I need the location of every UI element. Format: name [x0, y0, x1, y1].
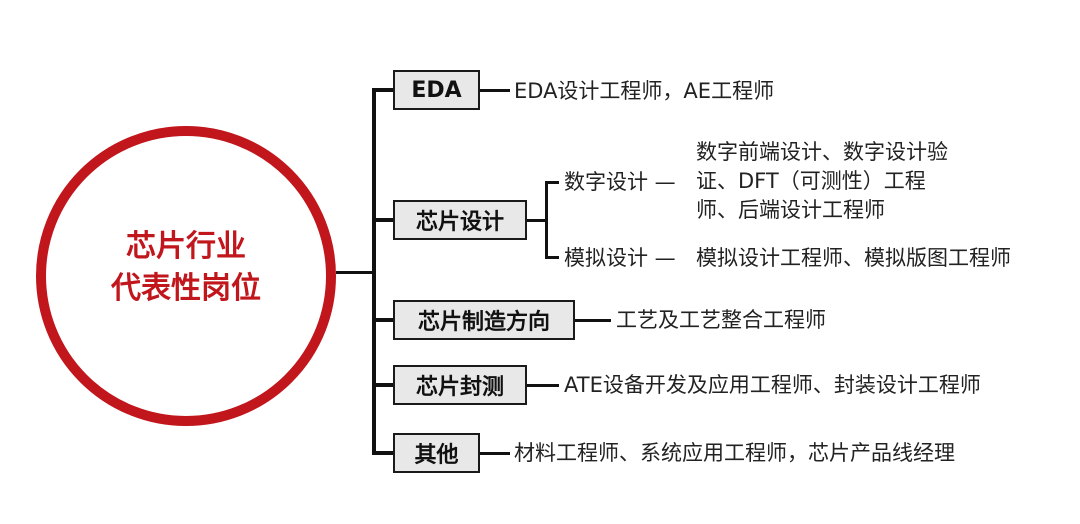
branch-label-manufacturing: 芯片制造方向 [417, 310, 550, 335]
digital-description-line-2: 证、DFT（可测性）工程 [696, 169, 926, 193]
sub-description-analog-design: 模拟设计工程师、模拟版图工程师 [696, 246, 1011, 270]
branch-box-manufacturing: 芯片制造方向 [393, 300, 575, 340]
desc-connector-manufacturing [575, 319, 611, 322]
branch-label-other: 其他 [414, 443, 459, 468]
center-title-line-1: 芯片行业 [126, 229, 246, 264]
branch-box-chip-design: 芯片设计 [393, 200, 527, 240]
branch-label-packaging-test: 芯片封测 [415, 375, 504, 400]
digital-description-line-1: 数字前端设计、数字设计验 [696, 140, 948, 164]
branch-description-other: 材料工程师、系统应用工程师，芯片产品线经理 [514, 441, 955, 465]
branch-stub-eda [372, 88, 394, 92]
branch-description-eda: EDA设计工程师，AE工程师 [514, 79, 775, 103]
branch-stub-design [372, 218, 394, 222]
branch-description-packaging-test: ATE设备开发及应用工程师、封装设计工程师 [564, 373, 981, 397]
trunk-line [372, 88, 376, 455]
trunk-connector [336, 271, 376, 274]
branch-box-packaging-test: 芯片封测 [393, 365, 527, 405]
sub-label-analog-design: 模拟设计 — [564, 246, 676, 270]
sub-label-digital-design: 数字设计 — [564, 170, 676, 194]
branch-stub-other [372, 451, 394, 455]
branch-label-chip-design: 芯片设计 [415, 210, 504, 235]
branch-label-eda: EDA [411, 77, 462, 103]
sub-description-digital-design: 数字前端设计、数字设计验 证、DFT（可测性）工程 师、后端设计工程师 [696, 138, 948, 225]
center-title: 芯片行业 代表性岗位 [36, 226, 336, 310]
center-circle [36, 126, 336, 426]
sub-stub-analog [545, 256, 559, 259]
branch-description-manufacturing: 工艺及工艺整合工程师 [616, 308, 826, 332]
branch-box-other: 其他 [393, 433, 480, 473]
branch-box-eda: EDA [393, 70, 480, 110]
branch-stub-packaging [372, 383, 394, 387]
sub-connector-design [527, 219, 547, 222]
sub-bracket-vertical [545, 181, 548, 259]
desc-connector-packaging-test [527, 384, 559, 387]
desc-connector-eda [480, 89, 510, 92]
sub-stub-digital [545, 181, 559, 184]
desc-connector-other [480, 452, 510, 455]
digital-description-line-3: 师、后端设计工程师 [696, 198, 885, 222]
branch-stub-manufacturing [372, 318, 394, 322]
center-title-line-2: 代表性岗位 [111, 271, 261, 306]
